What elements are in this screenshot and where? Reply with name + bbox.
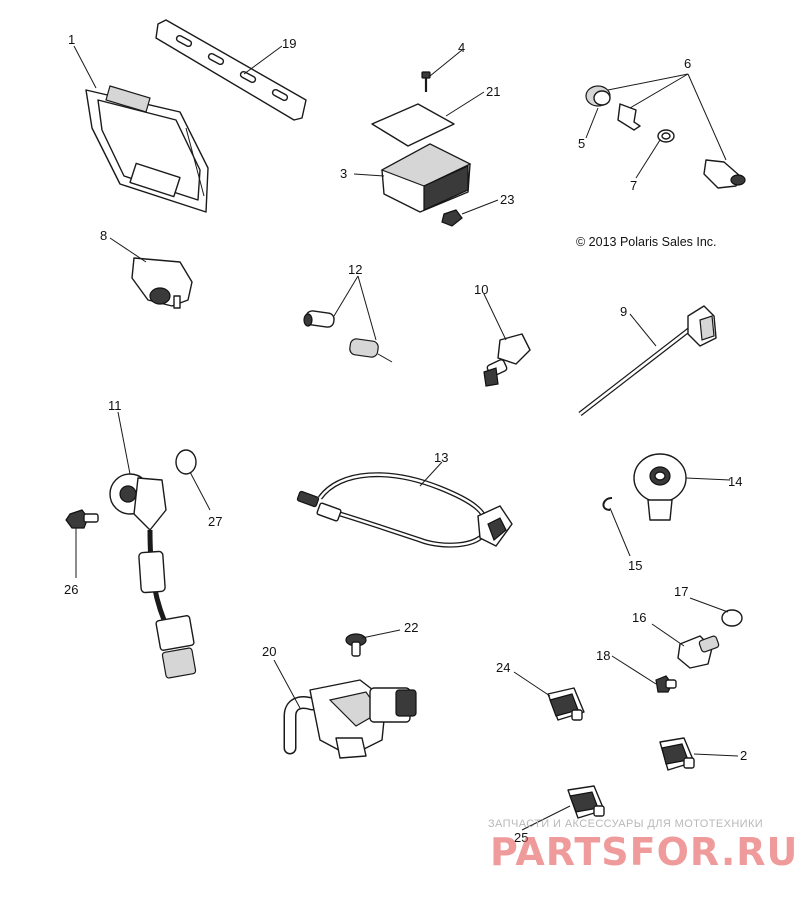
callout-6: 6 — [684, 56, 691, 71]
callout-12: 12 — [348, 262, 362, 277]
bolt-26 — [65, 509, 99, 529]
relay-box — [380, 143, 472, 213]
callout-3: 3 — [340, 166, 347, 181]
callout-21: 21 — [486, 84, 500, 99]
watermark-logo: PARTSFOR.RU — [490, 830, 799, 874]
callout-18: 18 — [596, 648, 610, 663]
callout-13: 13 — [434, 450, 448, 465]
callout-15: 15 — [628, 558, 642, 573]
callout-8: 8 — [100, 228, 107, 243]
callout-9: 9 — [620, 304, 627, 319]
o-ring-17 — [721, 609, 743, 627]
callout-20: 20 — [262, 644, 276, 659]
callout-2: 2 — [740, 748, 747, 763]
rocker-switch-24 — [547, 687, 585, 721]
callout-25: 25 — [514, 830, 528, 845]
callout-5: 5 — [578, 136, 585, 151]
o-ring-27 — [175, 449, 197, 475]
callout-19: 19 — [282, 36, 296, 51]
temperature-sensor — [483, 333, 531, 387]
ecu-module — [85, 85, 209, 213]
callout-24: 24 — [496, 660, 510, 675]
callout-10: 10 — [474, 282, 488, 297]
valve-assembly — [283, 679, 417, 759]
speed-sensor — [578, 305, 717, 416]
speed-sensor-16 — [677, 635, 720, 669]
cover-plate — [371, 103, 455, 147]
rocker-switch-2 — [659, 737, 695, 771]
screw-4 — [421, 71, 431, 92]
sensor-set — [585, 85, 746, 189]
callout-4: 4 — [458, 40, 465, 55]
callout-27: 27 — [208, 514, 222, 529]
callout-22: 22 — [404, 620, 418, 635]
callout-labels: 1 2 3 4 5 6 7 8 9 10 11 12 13 14 15 16 1… — [64, 32, 747, 845]
callout-11: 11 — [108, 398, 122, 413]
wire-harness — [296, 472, 513, 548]
knock-sensor-harness — [109, 473, 197, 679]
callout-1: 1 — [68, 32, 75, 47]
callout-7: 7 — [630, 178, 637, 193]
callout-16: 16 — [632, 610, 646, 625]
clip-15 — [602, 497, 613, 511]
mounting-bracket — [155, 19, 307, 121]
copyright-notice: © 2013 Polaris Sales Inc. — [576, 235, 717, 249]
screw-22 — [345, 633, 367, 657]
fuse-pair — [303, 310, 393, 363]
callout-26: 26 — [64, 582, 78, 597]
map-sensor — [131, 257, 193, 309]
rocker-switch-25 — [567, 785, 605, 819]
callout-17: 17 — [674, 584, 688, 599]
callout-14: 14 — [728, 474, 742, 489]
callout-23: 23 — [500, 192, 514, 207]
knock-sensor — [633, 453, 687, 521]
leader-lines — [73, 45, 739, 831]
nut-23 — [441, 209, 463, 227]
bolt-18 — [655, 675, 677, 693]
watermark-subtitle: ЗАПЧАСТИ И АКСЕССУАРЫ ДЛЯ МОТОТЕХНИКИ — [488, 818, 764, 830]
